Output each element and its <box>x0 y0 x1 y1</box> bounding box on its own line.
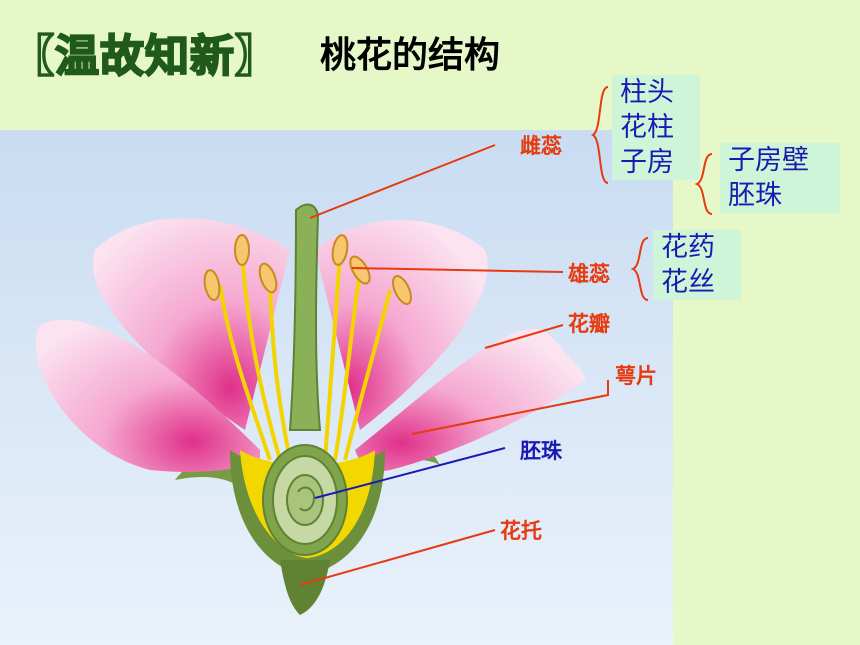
stamen-part-filament: 花丝 <box>661 267 715 298</box>
label-sepal: 萼片 <box>615 364 657 388</box>
pistil-parts-box: 柱头 花柱 子房 <box>612 75 700 180</box>
pistil-part-ovary: 子房 <box>620 147 674 178</box>
pistil-part-stigma: 柱头 <box>620 77 674 108</box>
ovary-part-wall: 子房壁 <box>728 145 809 176</box>
peach-flower-illustration <box>0 130 673 645</box>
label-stamen: 雄蕊 <box>568 262 610 286</box>
page-title: 桃花的结构 <box>320 35 501 76</box>
receptacle-stem <box>280 560 330 615</box>
brace-ovary <box>694 153 713 215</box>
ovary-parts-box: 子房壁 胚珠 <box>720 143 840 213</box>
section-tag: 【温故知新】 <box>9 30 280 83</box>
label-petal: 花瓣 <box>568 312 610 336</box>
brace-stamen <box>630 237 649 301</box>
brace-pistil <box>590 86 609 184</box>
pistil-style <box>288 203 322 431</box>
pistil-part-style: 花柱 <box>620 112 674 143</box>
stamen-parts-box: 花药 花丝 <box>653 230 741 300</box>
label-pistil: 雌蕊 <box>520 134 562 158</box>
petal-front-right <box>355 328 586 472</box>
label-ovule: 胚珠 <box>520 439 562 463</box>
stamen-part-anther: 花药 <box>661 232 715 263</box>
ovary-part-ovule: 胚珠 <box>728 180 782 211</box>
petal-front-left <box>35 319 261 472</box>
label-receptacle: 花托 <box>500 519 542 543</box>
